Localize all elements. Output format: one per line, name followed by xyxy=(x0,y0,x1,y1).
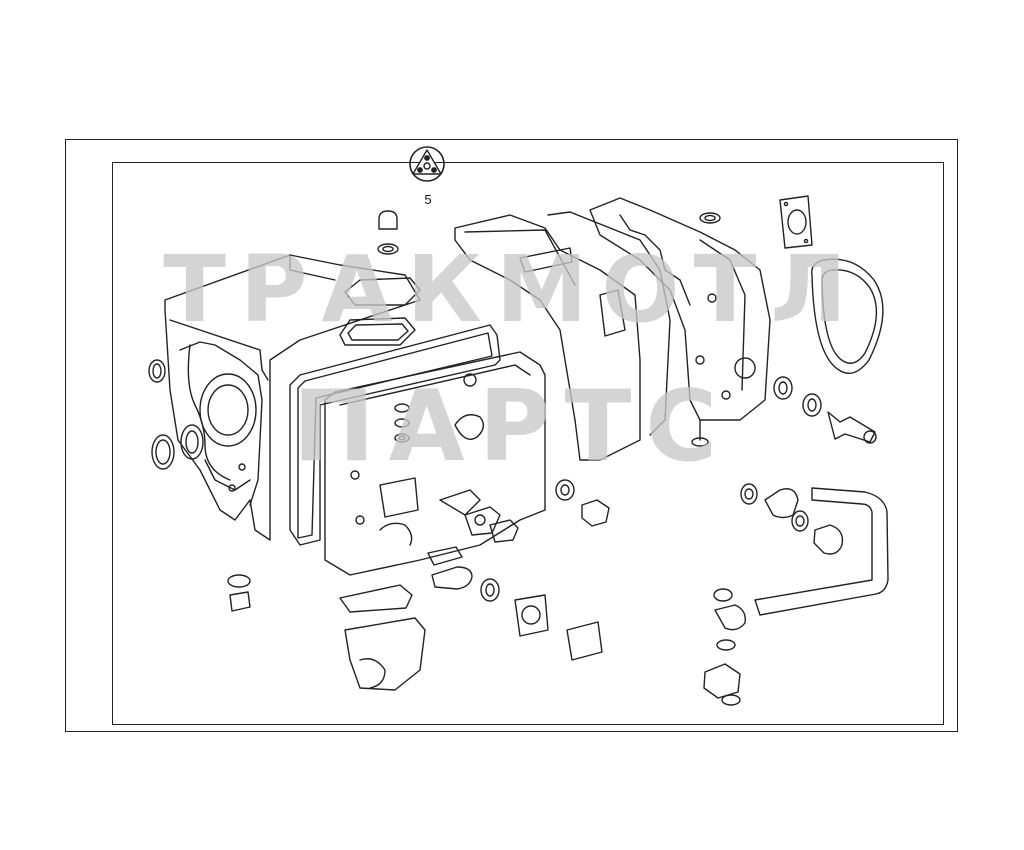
speed-sensor xyxy=(691,376,877,447)
rear-housing xyxy=(454,211,671,461)
top-cover-gasket xyxy=(339,277,421,346)
triangle-in-circle-icon xyxy=(409,146,445,182)
outer-frame xyxy=(65,139,958,732)
end-cover-gasket xyxy=(811,258,884,374)
cap-part xyxy=(377,210,399,255)
inner-frame xyxy=(112,162,944,725)
oil-pipe xyxy=(703,483,889,706)
intermediate-housing xyxy=(324,351,546,576)
lower-cover-gasket xyxy=(339,584,603,691)
kit-number-label: 5 xyxy=(424,192,432,207)
gear-housing xyxy=(589,197,771,441)
small-fittings xyxy=(227,479,610,612)
washer-part xyxy=(394,403,410,443)
oil-seal-part xyxy=(148,359,204,470)
front-housing xyxy=(164,254,421,541)
cover-gasket-right xyxy=(699,195,813,249)
